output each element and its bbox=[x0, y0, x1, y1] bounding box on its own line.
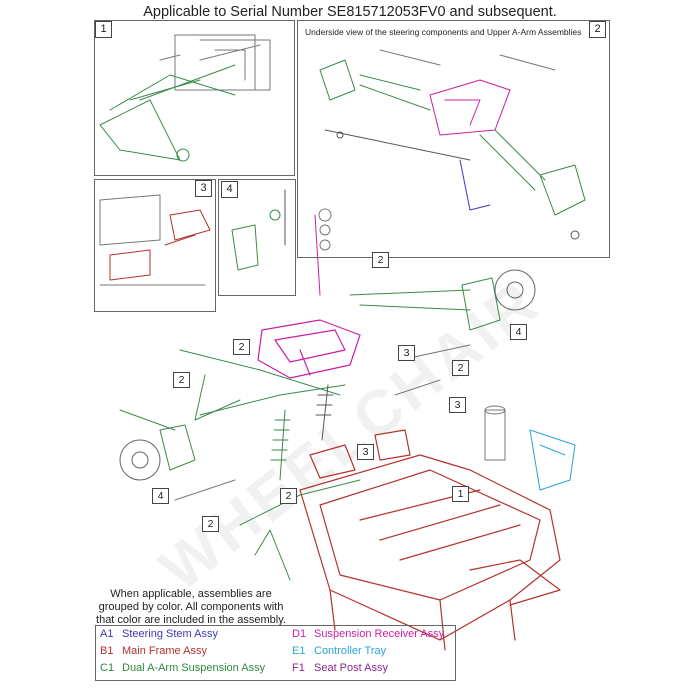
legend-code: F1 bbox=[292, 662, 305, 674]
hardware-art bbox=[174, 344, 471, 501]
inset-2-art bbox=[319, 49, 586, 240]
color-grouping-note: When applicable, assemblies are grouped … bbox=[96, 588, 286, 626]
right-knuckle-art bbox=[314, 208, 536, 331]
callout-left-tie-rod: 2 bbox=[202, 516, 219, 532]
left-hub-art bbox=[119, 424, 196, 481]
callout-left-a-arm-upper: 2 bbox=[173, 372, 190, 388]
callout-lower-a-arm: 1 bbox=[452, 486, 469, 502]
inset-box-4 bbox=[218, 179, 296, 296]
seat-post-art bbox=[484, 405, 506, 461]
legend-label: Suspension Receiver Assy bbox=[314, 628, 445, 640]
legend-code: E1 bbox=[292, 645, 306, 657]
inset-box-3 bbox=[94, 179, 216, 312]
legend-row: A1 Steering Stem Assy D1 Suspension Rece… bbox=[96, 627, 455, 644]
callout-a-arm-upper-right: 2 bbox=[372, 252, 389, 268]
callout-center-hardware: 3 bbox=[398, 345, 415, 361]
callout-frame-bracket: 3 bbox=[357, 444, 374, 460]
legend-code: C1 bbox=[100, 662, 115, 674]
shock-absorbers-art bbox=[270, 384, 334, 481]
inset-4-art bbox=[231, 189, 286, 271]
inset-box-1 bbox=[94, 20, 295, 176]
callout-center-shock: 2 bbox=[280, 488, 297, 504]
legend-code: A1 bbox=[100, 628, 114, 640]
legend-label: Controller Tray bbox=[314, 645, 387, 657]
inset-number-2: 2 bbox=[589, 21, 606, 38]
legend-label: Seat Post Assy bbox=[314, 662, 388, 674]
legend-row: B1 Main Frame Assy E1 Controller Tray bbox=[96, 644, 455, 661]
legend-code: B1 bbox=[100, 645, 114, 657]
callout-suspension-receiver: 2 bbox=[233, 339, 250, 355]
inset-number-4: 4 bbox=[221, 181, 238, 198]
callout-right-lower: 3 bbox=[449, 397, 466, 413]
controller-tray-art bbox=[529, 429, 576, 491]
legend-label: Steering Stem Assy bbox=[122, 628, 218, 640]
callout-right-steering: 2 bbox=[452, 360, 469, 376]
assembly-legend: A1 Steering Stem Assy D1 Suspension Rece… bbox=[95, 625, 456, 681]
suspension-receiver-art bbox=[257, 319, 361, 379]
page-title: Applicable to Serial Number SE815712053F… bbox=[143, 4, 557, 20]
callout-right-knuckle: 4 bbox=[510, 324, 527, 340]
inset-number-1: 1 bbox=[95, 21, 112, 38]
inset-2-caption: Underside view of the steering component… bbox=[305, 27, 582, 37]
main-frame-art bbox=[299, 429, 561, 651]
inset-number-3: 3 bbox=[195, 180, 212, 197]
inset-1-art bbox=[99, 34, 271, 162]
inset-box-2 bbox=[297, 20, 610, 258]
inset-3-art bbox=[99, 194, 211, 286]
legend-row: C1 Dual A-Arm Suspension Assy F1 Seat Po… bbox=[96, 661, 455, 678]
legend-code: D1 bbox=[292, 628, 307, 640]
left-a-arm-art bbox=[119, 349, 361, 581]
callout-left-knuckle: 4 bbox=[152, 488, 169, 504]
legend-label: Dual A-Arm Suspension Assy bbox=[122, 662, 266, 674]
legend-label: Main Frame Assy bbox=[122, 645, 207, 657]
